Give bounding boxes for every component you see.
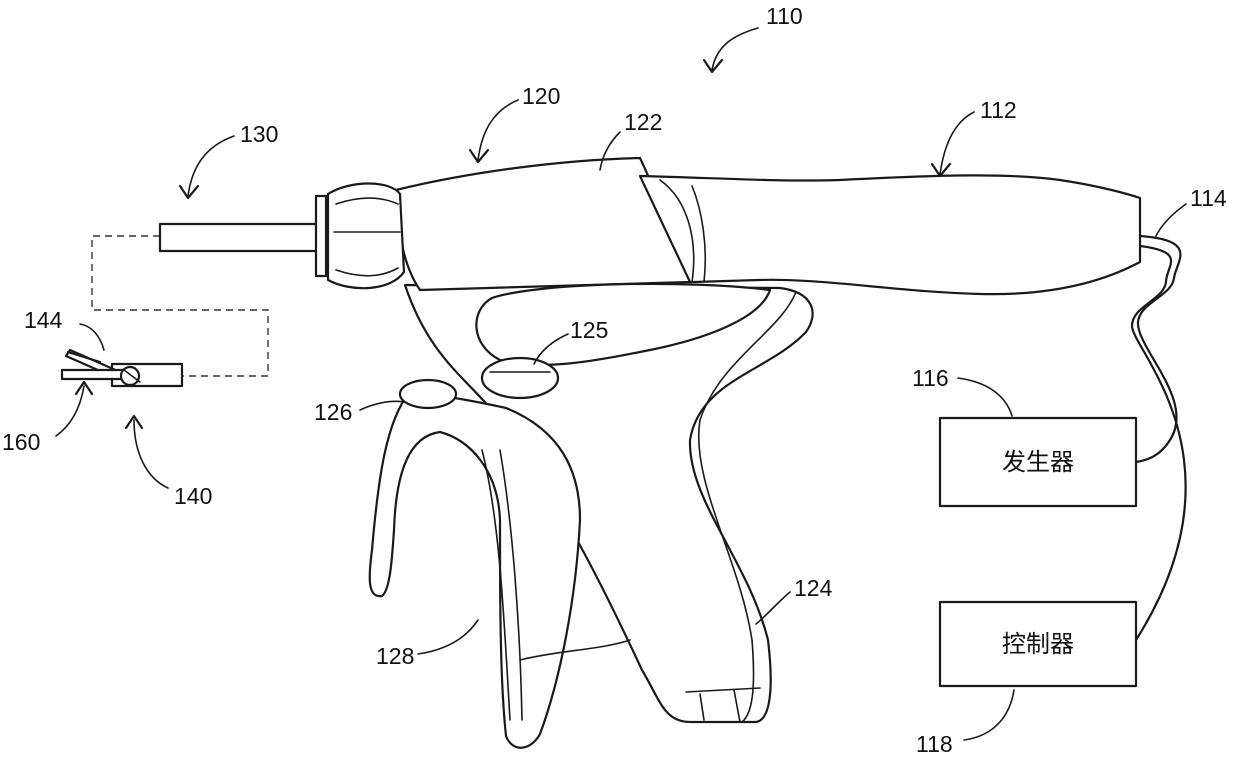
ref-124: 124 [794,575,833,601]
shaft-dashed-link [92,236,268,376]
controller-box: 控制器 [940,602,1136,686]
ref-130: 130 [240,121,278,147]
ref-125: 125 [570,317,608,343]
ref-120: 120 [522,83,560,109]
ref-140: 140 [174,483,212,509]
ref-118: 118 [916,731,953,757]
shaft-assembly [160,224,320,251]
transducer-handpiece [640,175,1140,294]
ref-116: 116 [912,365,949,391]
generator-label: 发生器 [1002,448,1074,476]
button-125 [482,358,558,398]
rotation-knob [316,184,404,289]
cable-114 [1132,236,1186,640]
generator-box: 发生器 [940,418,1136,506]
ref-160: 160 [2,429,40,455]
ref-112: 112 [980,97,1017,123]
ref-126: 126 [314,399,352,425]
ref-122: 122 [624,109,662,135]
trigger-128 [370,392,580,748]
ref-114: 114 [1190,185,1227,211]
ref-110: 110 [766,3,803,29]
button-126 [400,380,456,408]
controller-label: 控制器 [1002,630,1074,658]
ref-144: 144 [24,307,63,333]
end-effector [62,350,182,386]
ref-128: 128 [376,643,414,669]
